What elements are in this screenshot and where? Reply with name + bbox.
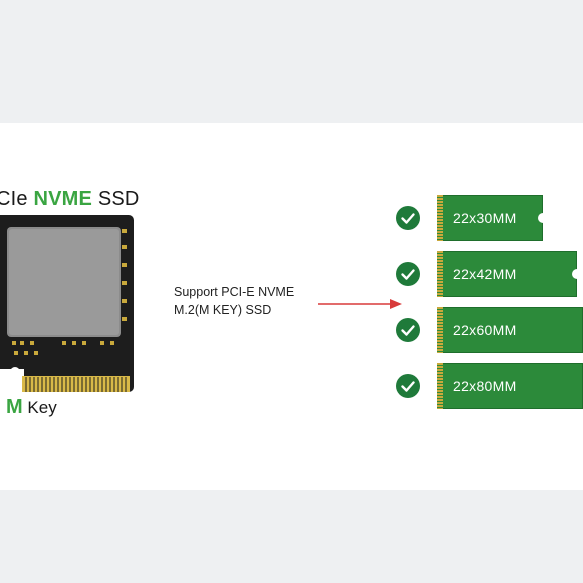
ssd-size-22x80: 22x80MM — [437, 363, 583, 409]
check-icon-60 — [396, 318, 420, 342]
size-label-22x42: 22x42MM — [453, 266, 517, 282]
check-icon-42 — [396, 262, 420, 286]
ssd-title: CIe NVME SSD — [0, 188, 140, 211]
support-line-2: M.2(M KEY) SSD — [174, 303, 272, 317]
key-type-label: M Key — [6, 396, 57, 419]
title-prefix: CIe — [0, 188, 28, 210]
support-caption: Support PCI-E NVME M.2(M KEY) SSD — [174, 283, 294, 319]
support-line-1: Support PCI-E NVME — [174, 285, 295, 299]
title-accent: NVME — [33, 188, 93, 210]
size-label-22x30: 22x30MM — [453, 210, 517, 226]
ssd-size-22x30: 22x30MM — [437, 195, 548, 241]
title-suffix: SSD — [92, 188, 140, 210]
check-icon-30 — [396, 206, 420, 230]
key-accent: M — [6, 396, 23, 418]
check-icon-80 — [396, 374, 420, 398]
ssd-board-illustration — [0, 215, 134, 392]
size-label-22x60: 22x60MM — [453, 322, 517, 338]
red-arrow-icon — [318, 299, 402, 309]
size-label-22x80: 22x80MM — [453, 378, 517, 394]
key-suffix: Key — [22, 398, 57, 417]
ssd-size-22x60: 22x60MM — [437, 307, 583, 353]
ssd-size-22x42: 22x42MM — [437, 251, 582, 297]
